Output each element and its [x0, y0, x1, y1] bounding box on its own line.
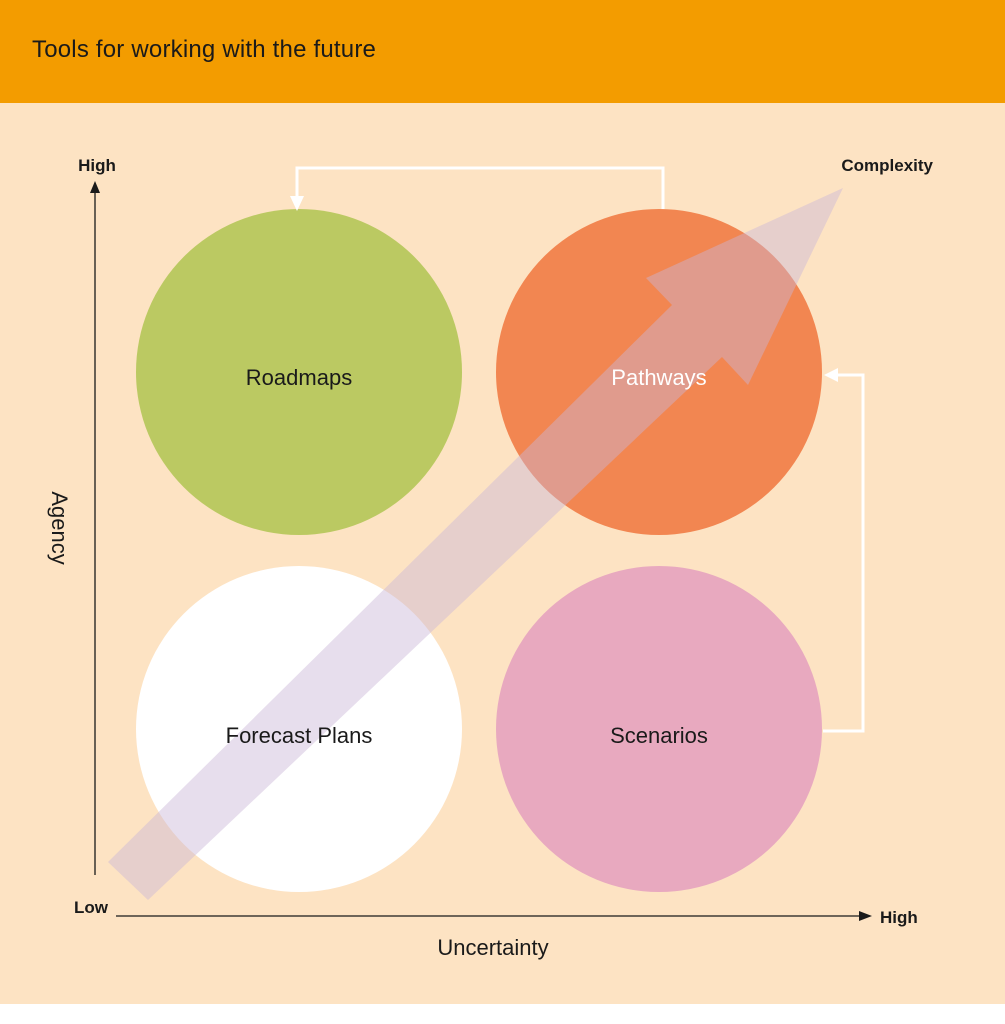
complexity-label: Complexity [841, 156, 933, 175]
footer-strip [0, 1004, 1005, 1024]
pathways-circle [496, 209, 822, 535]
pathways-to-roadmaps-connector [295, 166, 665, 209]
x-axis-high-label: High [880, 908, 918, 927]
y-axis-arrowhead [90, 181, 100, 193]
scenarios-circle [496, 566, 822, 892]
complexity-trend-arrow [108, 188, 843, 900]
roadmaps-circle [136, 209, 462, 535]
pathways-label: Pathways [611, 365, 706, 390]
roadmaps-label: Roadmaps [246, 365, 352, 390]
header-bar: Tools for working with the future [0, 0, 1005, 103]
pathways-arrowhead [824, 368, 838, 382]
scenarios-to-pathways-connector [823, 373, 865, 733]
y-axis-high-label: High [78, 156, 116, 175]
y-axis-title: Agency [47, 491, 72, 564]
x-axis-arrowhead [859, 911, 872, 921]
forecast-plans-circle [136, 566, 462, 892]
diagram-canvas [0, 103, 1005, 1004]
x-axis-title: Uncertainty [437, 935, 548, 960]
origin-low-label: Low [74, 898, 109, 917]
scenarios-label: Scenarios [610, 723, 708, 748]
roadmaps-arrowhead [290, 196, 304, 211]
page-title: Tools for working with the future [32, 36, 377, 63]
forecast-plans-label: Forecast Plans [226, 723, 373, 748]
